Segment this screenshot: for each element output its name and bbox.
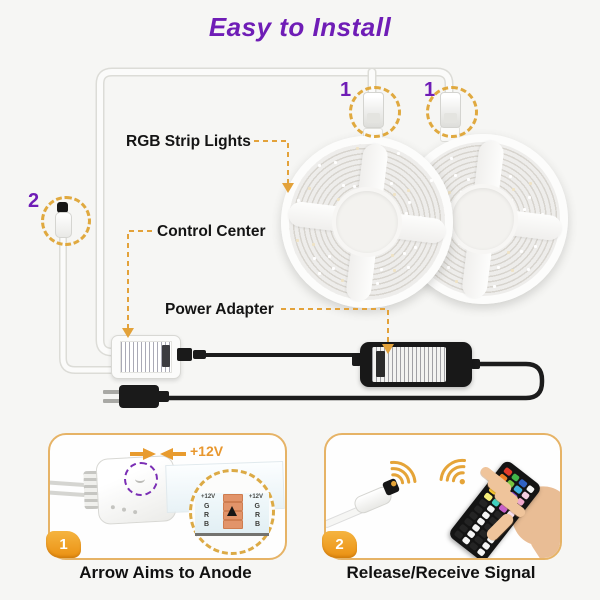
- callout-number-1-right: 1: [424, 79, 436, 101]
- pin-b-left: B: [204, 521, 210, 528]
- step1-card: +12V +12V +12V G R B G R B: [48, 433, 287, 560]
- pin-r-left: R: [204, 512, 210, 519]
- adapter-logo: [376, 351, 385, 377]
- leader-controller: [127, 230, 152, 328]
- arrow-mark-circle: [124, 462, 158, 496]
- plug-prong: [103, 399, 121, 403]
- strip-magnifier: +12V +12V G R B G R B: [189, 469, 275, 555]
- wall-plug-neck: [156, 391, 169, 402]
- callout-number-1-left: 1: [340, 79, 352, 101]
- pin-g-right: G: [254, 503, 260, 510]
- solder-pad: [223, 494, 243, 502]
- anode-arrow-icon: [227, 506, 237, 516]
- callout-circle-ir-receiver: [41, 196, 91, 246]
- step2-card: [324, 433, 562, 560]
- connector-dots: [110, 505, 115, 510]
- label-rgb-strip-lights: RGB Strip Lights: [126, 133, 251, 150]
- arrow-right-icon: [130, 448, 156, 460]
- step2-caption: Release/Receive Signal: [346, 563, 536, 582]
- control-center-box: [111, 335, 181, 379]
- wifi-signal-icon: [439, 458, 467, 485]
- dc-plug: [193, 350, 206, 359]
- label-power-adapter: Power Adapter: [165, 301, 274, 318]
- adapter-input-stub: [352, 353, 361, 366]
- reel-hub: [336, 191, 398, 253]
- plug-prong: [103, 390, 121, 394]
- power-adapter-box: [360, 342, 472, 387]
- ac-cable: [161, 361, 545, 401]
- solder-pad: [223, 520, 243, 529]
- wall-plug: [119, 385, 159, 408]
- controller-logo: [162, 345, 170, 367]
- pin-g-left: G: [204, 503, 210, 510]
- wifi-signal-icon: [389, 460, 417, 487]
- magnifier-voltage-left: +12V: [201, 494, 216, 500]
- pin-r-right: R: [254, 512, 260, 519]
- step2-number-badge: 2: [322, 531, 357, 558]
- arrow-left-icon: [160, 448, 186, 460]
- leader-strip: [254, 140, 289, 183]
- adapter-output-stub: [471, 359, 480, 369]
- callout-circle-connector-right: [426, 86, 478, 138]
- led-strip-reel-left: [281, 136, 453, 308]
- callout-number-2: 2: [28, 190, 40, 212]
- pin-b-right: B: [254, 521, 260, 528]
- voltage-label: +12V: [190, 443, 224, 459]
- page-title: Easy to Install: [208, 12, 392, 42]
- step1-number-badge: 1: [46, 531, 81, 558]
- step1-caption: Arrow Aims to Anode: [79, 563, 252, 582]
- reel-hub: [452, 188, 514, 250]
- dc-jack: [177, 348, 192, 361]
- magnifier-voltage-right: +12V: [248, 494, 263, 500]
- magnified-strip: +12V +12V G R B G R B: [195, 493, 269, 536]
- leader-adapter: [281, 308, 389, 344]
- callout-circle-connector-left: [349, 86, 401, 138]
- label-control-center: Control Center: [157, 223, 266, 240]
